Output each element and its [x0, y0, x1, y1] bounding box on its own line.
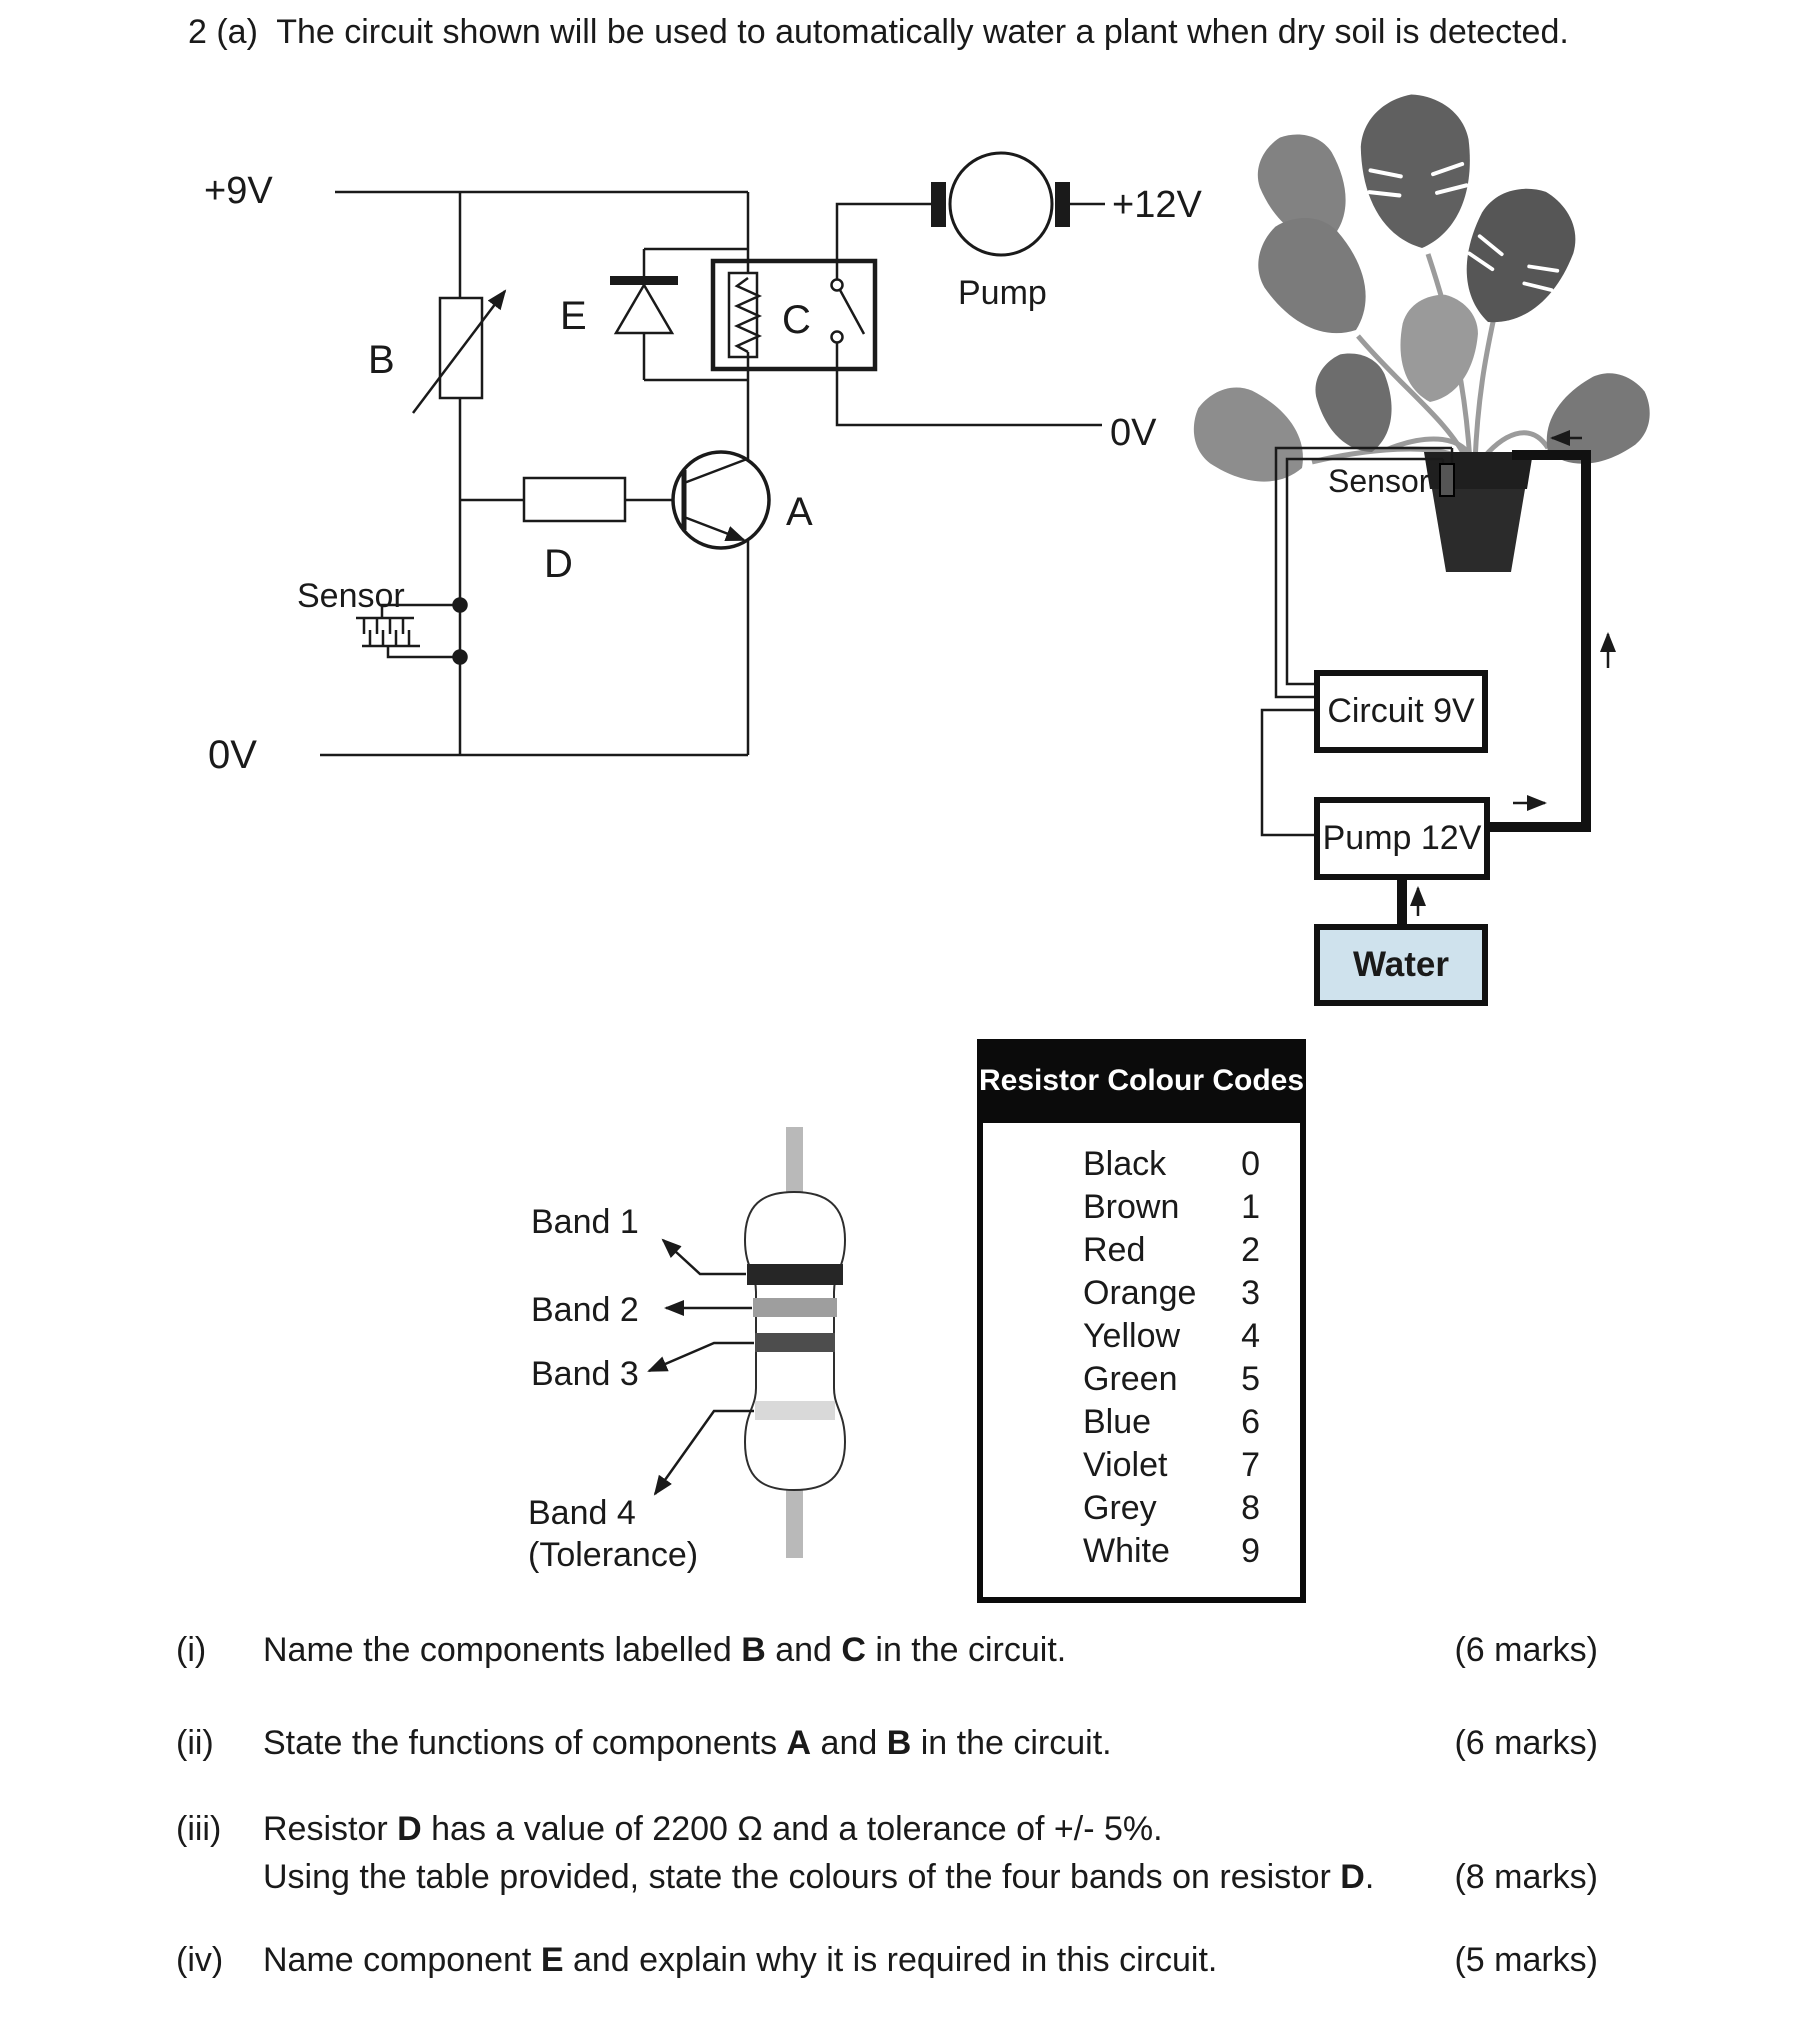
motor-pump-icon	[931, 151, 1105, 257]
question-title: 2 (a) The circuit shown will be used to …	[188, 13, 1569, 51]
question-iii-text-line1: Resistor D has a value of 2200 Ω and a t…	[263, 1810, 1163, 1848]
question-iv-marks: (5 marks)	[1454, 1941, 1598, 1979]
circuit-sensor-label: Sensor	[297, 577, 405, 615]
question-iv-number: (iv)	[176, 1941, 224, 1979]
question-iii-number: (iii)	[176, 1810, 222, 1848]
component-d-label: D	[544, 542, 573, 586]
supply-9v-label: +9V	[204, 170, 273, 212]
relay-coil-icon	[727, 192, 763, 459]
question-ii-marks: (6 marks)	[1454, 1724, 1598, 1762]
band-1	[747, 1264, 843, 1285]
question-ii-number: (ii)	[176, 1724, 214, 1762]
flow-arrows	[1409, 430, 1616, 916]
sensor-wires	[1260, 446, 1454, 837]
moisture-sensor-icon	[356, 597, 468, 665]
ground-0v-label: 0V	[208, 733, 257, 777]
band2-label: Band 2	[531, 1291, 639, 1329]
resistor-band-figure	[647, 1127, 847, 1558]
plant-leaves	[1193, 94, 1650, 482]
plant-image	[1193, 94, 1650, 572]
water-box	[1314, 924, 1488, 1006]
sensor-probe-icon	[1439, 463, 1455, 497]
pump-box	[1314, 797, 1490, 880]
band-4	[755, 1401, 835, 1420]
band-3	[755, 1333, 835, 1352]
question-iii-text-line2: Using the table provided, state the colo…	[263, 1858, 1375, 1896]
pump-box-label: Pump 12V	[1322, 819, 1482, 857]
band3-label: Band 3	[531, 1355, 639, 1393]
band1-label: Band 1	[531, 1203, 639, 1241]
question-i-text: Name the components labelled B and C in …	[263, 1631, 1067, 1669]
band-2	[753, 1298, 837, 1317]
pump-ground-label: 0V	[1110, 412, 1157, 454]
component-c-label: C	[782, 298, 811, 342]
pump-label: Pump	[958, 274, 1047, 312]
question-i-number: (i)	[176, 1631, 207, 1669]
variable-resistor-b-icon	[412, 192, 507, 414]
question-iii-marks: (8 marks)	[1454, 1858, 1598, 1896]
resistor-lead-top	[786, 1127, 803, 1193]
tolerance-label: (Tolerance)	[528, 1536, 699, 1574]
circuit-box-label: Circuit 9V	[1327, 692, 1475, 730]
diode-e-icon	[610, 247, 748, 382]
resistor-d-icon	[460, 476, 684, 523]
resistor-lead-bottom	[786, 1490, 803, 1558]
transistor-a-icon	[671, 450, 771, 755]
pump-ground-wire	[835, 342, 1102, 427]
pump-supply-wire	[835, 202, 931, 280]
component-a-label: A	[786, 490, 813, 534]
question-i-marks: (6 marks)	[1454, 1631, 1598, 1669]
circuit-pump-wire	[1260, 708, 1317, 837]
system-block-diagram	[1260, 430, 1616, 1006]
circuit-box	[1314, 670, 1488, 753]
band4-label: Band 4	[528, 1494, 636, 1532]
supply-12v-label: +12V	[1112, 184, 1202, 226]
relay-c-icon	[710, 192, 878, 459]
question-iv-text: Name component E and explain why it is r…	[263, 1941, 1218, 1979]
question-ii-text: State the functions of components A and …	[263, 1724, 1112, 1762]
band-pointer-arrows	[647, 1238, 754, 1496]
water-box-label: Water	[1353, 945, 1449, 984]
watering-circuit-schematic	[320, 151, 1105, 757]
component-b-label: B	[368, 338, 395, 382]
table-title: Resistor Colour Codes	[977, 1039, 1306, 1123]
water-tube	[1487, 450, 1591, 832]
component-e-label: E	[560, 294, 587, 338]
diagram-sensor-label: Sensor	[1328, 463, 1430, 499]
